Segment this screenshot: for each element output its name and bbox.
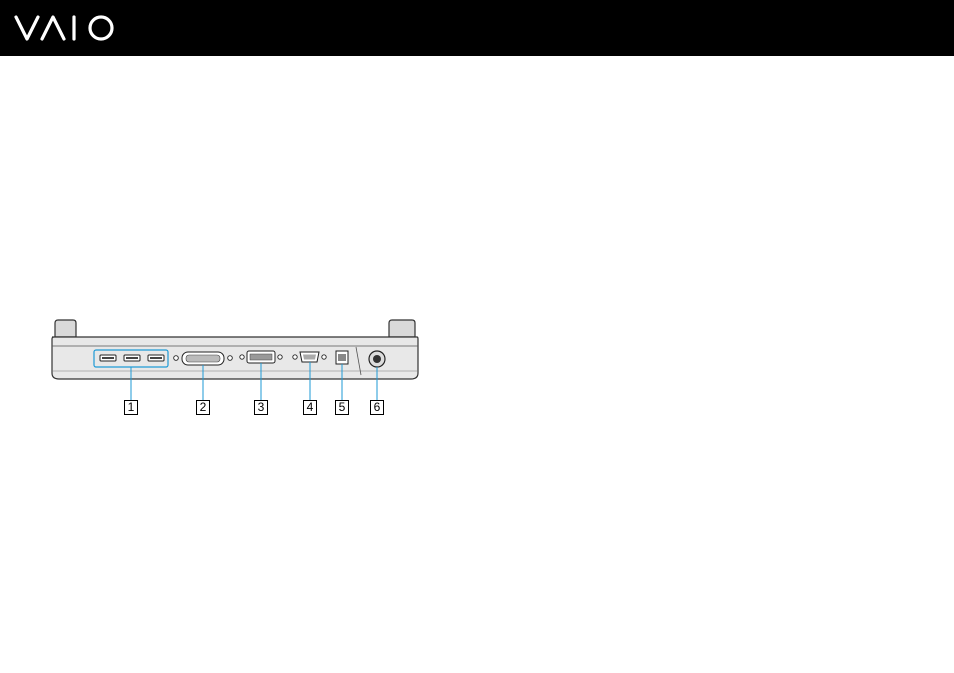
callout-4: 4: [303, 400, 317, 415]
callout-5: 5: [335, 400, 349, 415]
vaio-logo: [14, 13, 120, 43]
network-port: [336, 351, 348, 364]
docking-station-illustration: [45, 315, 425, 425]
callout-1: 1: [124, 400, 138, 415]
callout-3: 3: [254, 400, 268, 415]
usb-ports: [100, 355, 164, 361]
callout-6: 6: [370, 400, 384, 415]
docking-station-rear-view: 1 2 3 4 5 6: [45, 315, 425, 430]
callout-2: 2: [196, 400, 210, 415]
header-bar: [0, 0, 954, 56]
